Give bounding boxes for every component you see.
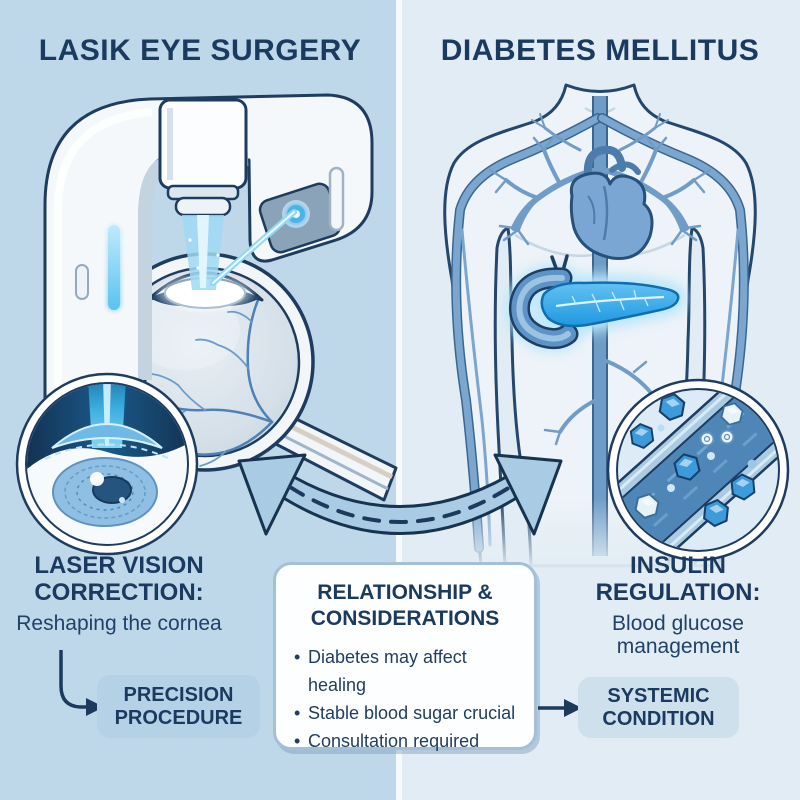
lasik-machine-illustration (43, 93, 374, 402)
panel-divider (396, 0, 402, 800)
systemic-condition-badge: SYSTEMIC CONDITION (578, 677, 739, 738)
laser-vision-caption-text: Reshaping the cornea (16, 611, 222, 635)
precision-procedure-badge: PRECISION PROCEDURE (97, 675, 260, 738)
list-item: Consultation required (294, 728, 522, 756)
list-item: Diabetes may affect healing (294, 644, 522, 700)
laser-vision-caption-heading: LASER VISION CORRECTION: (34, 552, 204, 606)
insulin-regulation-caption-text: Blood glucose management (612, 611, 744, 659)
flow-arrow-left-icon (59, 650, 104, 716)
relationship-considerations-box: RELATIONSHIP & CONSIDERATIONS Diabetes m… (273, 562, 537, 756)
laser-vision-caption: LASER VISION CORRECTION: Reshaping the c… (10, 552, 228, 635)
insulin-regulation-caption: INSULIN REGULATION: Blood glucose manage… (575, 552, 781, 659)
lasik-panel-title: LASIK EYE SURGERY (38, 34, 362, 67)
relationship-box-heading: RELATIONSHIP & CONSIDERATIONS (310, 581, 500, 630)
heart-icon (569, 145, 654, 261)
diabetes-panel-title: DIABETES MELLITUS (440, 34, 760, 67)
pancreas-icon (506, 254, 687, 352)
blood-vessel-glucose-inset-illustration (606, 378, 790, 562)
considerations-list: Diabetes may affect healing Stable blood… (288, 644, 522, 756)
double-curved-arrow-icon (237, 453, 563, 536)
cornea-laser-inset-illustration (15, 372, 199, 556)
list-item: Stable blood sugar crucial (294, 700, 522, 728)
flow-arrow-right-icon (538, 699, 582, 717)
insulin-regulation-caption-heading: INSULIN REGULATION: (595, 552, 761, 606)
